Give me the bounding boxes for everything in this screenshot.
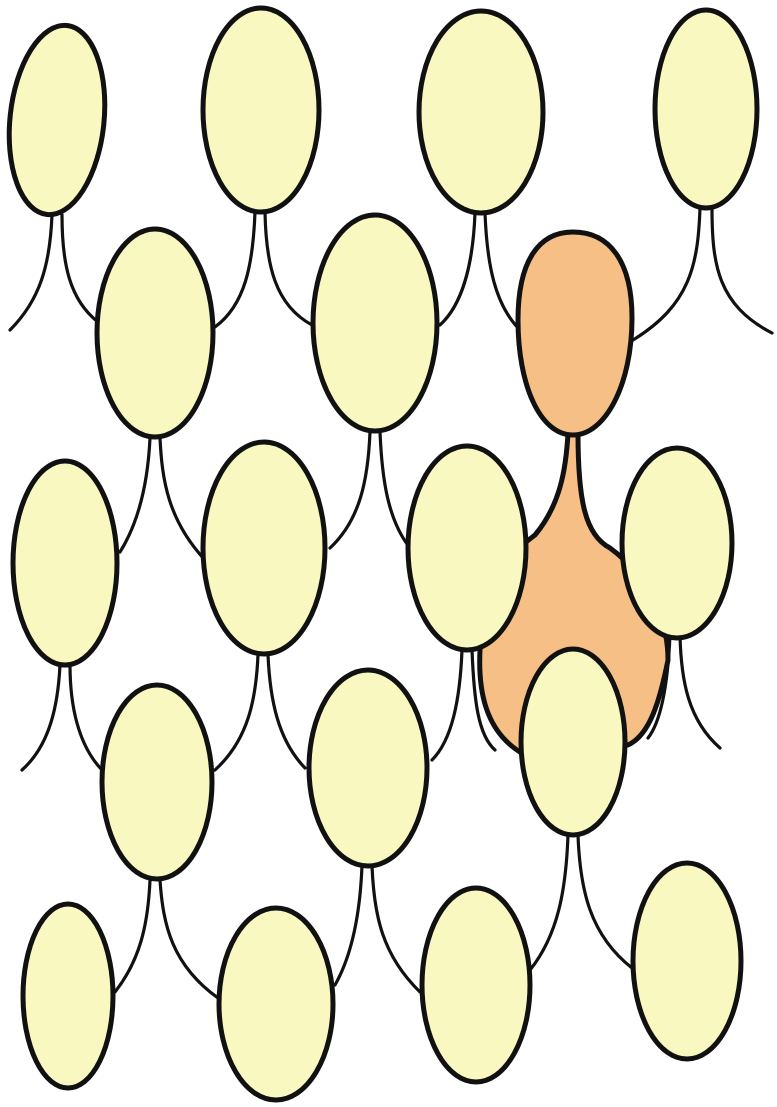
cell-r1-d xyxy=(655,10,757,208)
stalk-r4-c xyxy=(530,835,632,970)
stalk-r1-c xyxy=(440,213,520,330)
stalk-r3-b xyxy=(215,655,305,770)
cell-r3-d xyxy=(622,448,732,638)
cell-r3-c xyxy=(408,446,526,650)
stalk-r2-a xyxy=(120,438,205,560)
cell-r5-d xyxy=(633,863,741,1059)
cell-r3-b xyxy=(203,442,325,654)
stalk-r1-d xyxy=(633,208,772,340)
stalk-r4-a xyxy=(115,880,218,998)
cell-r1-a xyxy=(0,21,113,220)
cell-r1-c xyxy=(419,11,543,213)
cells-layer xyxy=(0,8,757,1100)
stalk-r3-a xyxy=(22,665,102,770)
cell-r5-b xyxy=(219,908,333,1100)
stalk-r4-b xyxy=(335,866,420,992)
cell-r1-b xyxy=(203,8,319,212)
stalk-r1-b xyxy=(215,212,312,327)
cell-r2-a xyxy=(97,229,213,437)
stalk-r1-a xyxy=(10,215,98,330)
cell-r3-a xyxy=(13,461,117,665)
cell-r4-b xyxy=(309,670,427,866)
cell-r5-a xyxy=(23,904,113,1088)
cell-r4-a xyxy=(102,685,212,879)
cell-r2-b xyxy=(313,215,437,431)
highlighted-cell-body xyxy=(518,232,632,435)
stalk-r2-b xyxy=(330,432,410,548)
cell-r5-c xyxy=(422,888,530,1082)
cell-r4-c xyxy=(521,649,625,835)
